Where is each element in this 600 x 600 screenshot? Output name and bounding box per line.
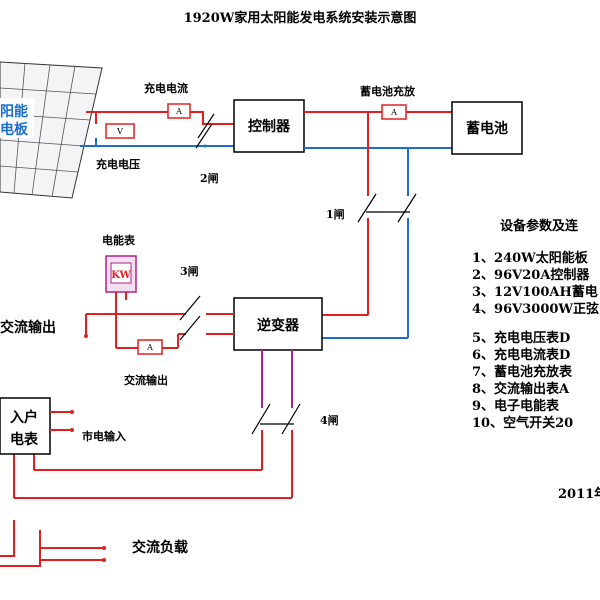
- ac-load-label: 交流负载: [132, 539, 188, 556]
- spec-meter-item: 9、电子电能表: [472, 398, 560, 414]
- charge-voltage-label: 充电电压: [96, 157, 140, 171]
- spec-item: 1、240W太阳能板: [472, 250, 589, 266]
- inverter-label: 逆变器: [257, 317, 300, 334]
- spec-meter-item: 6、充电电流表D: [472, 347, 570, 363]
- inverter-load-wiring: [13, 350, 293, 499]
- charge-current-label: 充电电流: [144, 81, 188, 95]
- switch-4-label: 4闸: [320, 413, 339, 427]
- switch-2: [195, 113, 215, 149]
- grid-meter-label-line1: 入户: [10, 409, 38, 426]
- solar-panel-label-line1: 阳能: [0, 103, 28, 120]
- specs-heading: 设备参数及连: [500, 218, 579, 234]
- spec-meter-item: 7、蓄电池充放表: [472, 364, 573, 380]
- specs-panel: 设备参数及连 1、240W太阳能板 2、96V20A控制器 3、12V100AH…: [472, 218, 600, 502]
- grid-input-label: 市电输入: [82, 429, 126, 443]
- switch-1-label: 1闸: [326, 207, 345, 221]
- panel-controller-wiring: [80, 111, 234, 147]
- diagram-title: 1920W家用太阳能发电系统安装示意图: [184, 10, 417, 26]
- spec-meter-item: 8、交流输出表A: [472, 381, 570, 397]
- battery-charge-discharge-meter: A: [381, 104, 407, 120]
- controller-battery-wiring: [304, 111, 452, 149]
- voltmeter-symbol: V: [116, 127, 123, 136]
- switch-3: [179, 295, 201, 341]
- spec-item: 2、96V20A控制器: [472, 267, 590, 283]
- spec-item: 4、96V3000W正弦: [472, 301, 599, 317]
- switch-1: [357, 193, 417, 223]
- switch-4: [251, 403, 301, 435]
- ammeter-symbol: A: [390, 108, 397, 117]
- grid-meter-label-line2: 电表: [10, 431, 39, 448]
- ammeter-symbol: A: [175, 107, 182, 116]
- battery-charge-discharge-label: 蓄电池充放: [360, 84, 416, 98]
- battery-box: [451, 101, 523, 155]
- energy-meter-label: 电能表: [102, 233, 136, 247]
- energy-meter: KW: [105, 255, 137, 300]
- ac-output-label: 交流输出: [0, 319, 56, 336]
- solar-panel: 阳能 电板: [0, 61, 103, 199]
- spec-date: 2011年: [558, 486, 600, 502]
- switch-2-label: 2闸: [200, 171, 219, 185]
- solar-panel-label-line2: 电板: [0, 121, 29, 138]
- inverter-box: [233, 297, 323, 351]
- controller-label: 控制器: [248, 118, 291, 135]
- ac-output-meter: A: [137, 339, 163, 355]
- ac-load-wiring: [0, 520, 106, 567]
- spec-item: 3、12V100AH蓄电: [472, 284, 598, 300]
- switch-3-label: 3闸: [180, 264, 199, 278]
- spec-meter-item: 10、空气开关20: [472, 415, 573, 431]
- battery-label: 蓄电池: [466, 120, 508, 137]
- grid-meter-box: [0, 397, 51, 455]
- ammeter-symbol: A: [146, 343, 153, 352]
- charge-current-meter: A: [167, 103, 191, 119]
- controller-box: [233, 99, 305, 153]
- charge-voltage-meter: V: [105, 123, 135, 139]
- spec-meter-item: 5、充电电压表D: [472, 330, 570, 346]
- inverter-ac-output-wiring: [84, 300, 234, 349]
- ac-output-meter-label: 交流输出: [124, 373, 168, 387]
- grid-input-wiring: [50, 410, 74, 432]
- battery-inverter-wiring: [322, 112, 409, 339]
- energy-meter-symbol: KW: [111, 270, 131, 281]
